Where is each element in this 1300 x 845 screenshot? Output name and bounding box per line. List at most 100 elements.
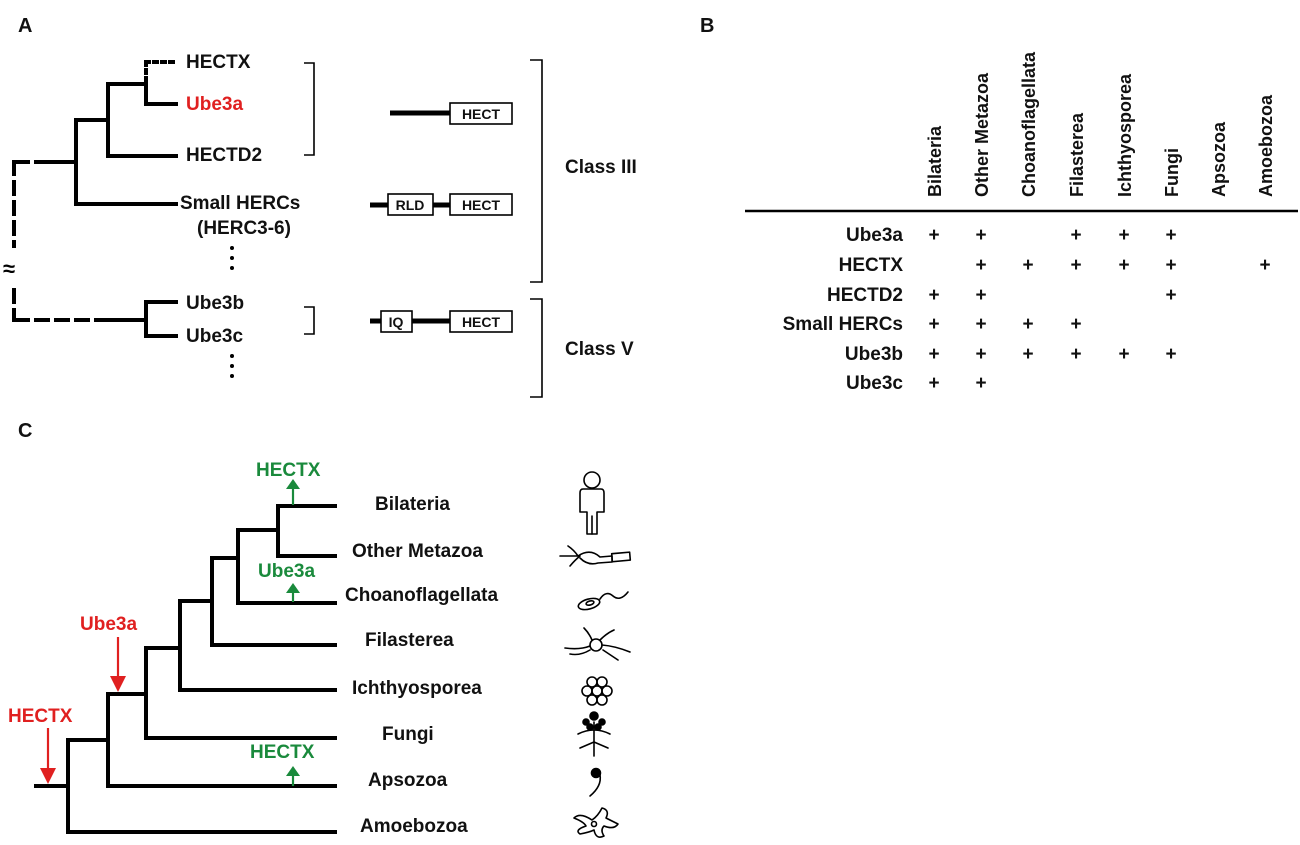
table-cell-presence: + bbox=[975, 344, 986, 365]
table-cell-presence: + bbox=[1070, 225, 1081, 246]
domain-architecture-iq-hect: IQ HECT bbox=[370, 310, 513, 333]
table-cell-presence: + bbox=[975, 314, 986, 335]
table-column-header: Amoebozoa bbox=[1256, 94, 1276, 197]
sponge-icon bbox=[559, 545, 632, 567]
table-cell-presence: + bbox=[1022, 314, 1033, 335]
gene-label-ube3b: Ube3b bbox=[186, 293, 244, 314]
gain-event-hectx: HECTX bbox=[8, 706, 73, 784]
bracket-class-v bbox=[530, 298, 543, 398]
table-row-label: Small HERCs bbox=[783, 314, 903, 335]
ellipsis-dots bbox=[230, 246, 234, 378]
gene-labels: HECTX Ube3a HECTD2 Small HERCs (HERC3-6)… bbox=[180, 52, 300, 378]
up-arrow-icon bbox=[286, 766, 300, 776]
table-cell-presence: + bbox=[1022, 255, 1033, 276]
taxon-label-fungi: Fungi bbox=[382, 724, 434, 745]
table-column-header: Other Metazoa bbox=[972, 72, 992, 197]
gene-label-small-hercs: Small HERCs bbox=[180, 193, 300, 214]
table-cell-presence: + bbox=[1165, 225, 1176, 246]
hect-domain-box bbox=[449, 310, 513, 333]
table-cell-presence: + bbox=[1165, 255, 1176, 276]
gene-label-hectx: HECTX bbox=[186, 52, 251, 73]
iq-domain-box bbox=[380, 310, 413, 333]
taxon-label-ichthyosporea: Ichthyosporea bbox=[352, 678, 482, 699]
table-rows: Ube3a+++++HECTX++++++HECTD2+++Small HERC… bbox=[783, 225, 1271, 394]
table-cell-presence: + bbox=[975, 255, 986, 276]
bracket-ube3bc-group bbox=[304, 306, 315, 335]
table-row-label: HECTX bbox=[839, 255, 904, 276]
table-row: HECTD2+++ bbox=[827, 285, 1177, 306]
panel-a-label: A bbox=[18, 15, 32, 37]
domain-architecture-hect: HECT bbox=[390, 102, 513, 125]
table-row-label: Ube3b bbox=[845, 344, 903, 365]
loss-label-ube3a: Ube3a bbox=[258, 561, 315, 582]
gene-label-ube3a: Ube3a bbox=[186, 94, 243, 115]
table-cell-presence: + bbox=[928, 285, 939, 306]
table-cell-presence: + bbox=[1070, 255, 1081, 276]
hect-domain-label: HECT bbox=[462, 314, 501, 330]
table-column-header: Choanoflagellata bbox=[1019, 51, 1039, 197]
table-column-header: Ichthyosporea bbox=[1115, 73, 1135, 197]
table-cell-presence: + bbox=[1118, 344, 1129, 365]
taxon-label-apsozoa: Apsozoa bbox=[368, 770, 448, 791]
taxon-label-other-metazoa: Other Metazoa bbox=[352, 541, 483, 562]
taxon-label-bilateria: Bilateria bbox=[375, 494, 450, 515]
table-cell-presence: + bbox=[975, 225, 986, 246]
table-row: HECTX + + + + + + bbox=[839, 255, 1271, 276]
table-cell-presence: + bbox=[928, 225, 939, 246]
iq-domain-label: IQ bbox=[389, 314, 404, 330]
gene-label-herc3-6: (HERC3-6) bbox=[197, 218, 291, 239]
table-cell-presence: + bbox=[975, 373, 986, 394]
down-arrow-icon bbox=[110, 676, 126, 692]
table-cell-presence: + bbox=[1070, 314, 1081, 335]
table-row-label: Ube3c bbox=[846, 373, 903, 394]
table-cell-presence: + bbox=[1165, 285, 1176, 306]
table-row: Ube3b++++++ bbox=[845, 344, 1177, 365]
ichthyosporea-icon bbox=[581, 676, 613, 706]
hect-domain-label: HECT bbox=[462, 197, 501, 213]
table-cell-presence: + bbox=[1165, 344, 1176, 365]
gene-tree: ≈ bbox=[3, 60, 178, 338]
loss-event-ube3a-choano: Ube3a bbox=[258, 561, 315, 602]
human-icon bbox=[579, 471, 605, 535]
gain-label-ube3a: Ube3a bbox=[80, 614, 137, 635]
table-cell-presence: + bbox=[1118, 225, 1129, 246]
gain-event-ube3a: Ube3a bbox=[80, 614, 137, 692]
amoeba-icon bbox=[573, 807, 619, 838]
table-column-header: Fungi bbox=[1162, 148, 1182, 197]
table-column-header: Filasterea bbox=[1067, 112, 1087, 197]
taxon-label-choanoflagellata: Choanoflagellata bbox=[345, 585, 499, 606]
table-column-header: Bilateria bbox=[925, 125, 945, 197]
domain-architecture-rld-hect: RLD HECT bbox=[370, 193, 513, 216]
choanoflagellate-icon bbox=[577, 591, 629, 611]
hect-domain-box bbox=[449, 102, 513, 125]
table-row: Ube3a+++++ bbox=[846, 225, 1177, 246]
table-cell-presence: + bbox=[928, 373, 939, 394]
down-arrow-icon bbox=[40, 768, 56, 784]
gene-label-ube3c: Ube3c bbox=[186, 326, 243, 347]
bracket-ube3a-group bbox=[304, 62, 315, 156]
table-cell-presence: + bbox=[928, 314, 939, 335]
panel-c-label: C bbox=[18, 420, 32, 442]
species-tree bbox=[34, 504, 337, 834]
hect-domain-box bbox=[449, 193, 513, 216]
table-row-label: HECTD2 bbox=[827, 285, 903, 306]
up-arrow-icon bbox=[286, 583, 300, 593]
table-column-header: Apsozoa bbox=[1209, 121, 1229, 197]
class-iii-label: Class III bbox=[565, 157, 637, 178]
fungi-icon bbox=[577, 711, 611, 757]
taxon-labels: Bilateria Other Metazoa Choanoflagellata… bbox=[345, 494, 499, 837]
table-row: Ube3c + + bbox=[846, 373, 987, 394]
hect-domain-label: HECT bbox=[462, 106, 501, 122]
loss-event-hectx-bilateria: HECTX bbox=[256, 460, 321, 505]
rld-domain-label: RLD bbox=[396, 197, 425, 213]
table-cell-presence: + bbox=[1118, 255, 1129, 276]
rld-domain-box bbox=[387, 193, 434, 216]
table-cell-presence: + bbox=[1259, 255, 1270, 276]
table-row: Small HERCs + + + + bbox=[783, 314, 1082, 335]
loss-event-hectx-apsozoa: HECTX bbox=[250, 742, 315, 786]
up-arrow-icon bbox=[286, 479, 300, 489]
class-v-label: Class V bbox=[565, 339, 634, 360]
table-column-headers: Bilateria Other Metazoa Choanoflagellata Fi… bbox=[925, 51, 1276, 197]
panel-b-label: B bbox=[700, 15, 714, 37]
